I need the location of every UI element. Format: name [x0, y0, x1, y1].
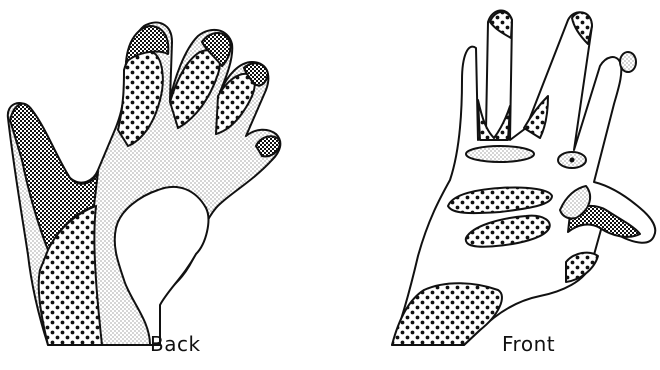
front-hand: [392, 10, 655, 345]
caption-back: Back: [150, 332, 201, 356]
front-palm-stipple-bar: [466, 146, 534, 162]
front-little-tip-stipple: [620, 52, 636, 72]
caption-front: Front: [502, 332, 555, 356]
back-hand: [8, 23, 281, 345]
